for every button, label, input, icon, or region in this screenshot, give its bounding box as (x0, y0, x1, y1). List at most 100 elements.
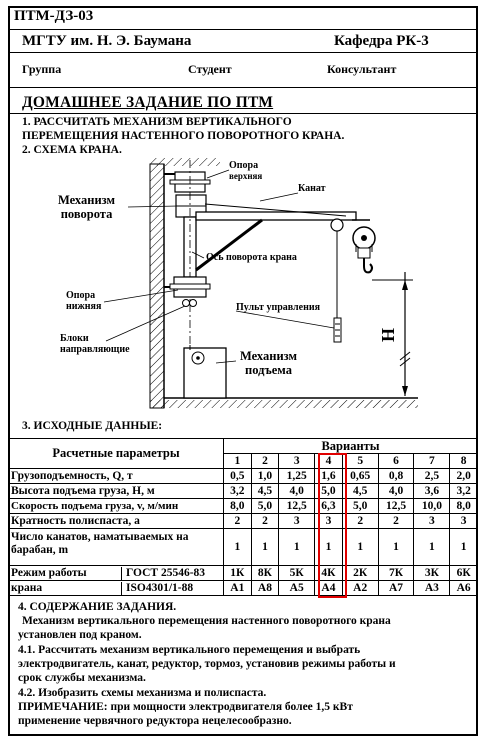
cell: 2 (341, 513, 379, 529)
task-line: 1. РАССЧИТАТЬ МЕХАНИЗМ ВЕРТИКАЛЬНОГО (22, 116, 292, 128)
variant-number: 3 (278, 453, 316, 469)
cell: А6 (449, 580, 478, 596)
cell: А1 (223, 580, 252, 596)
cell: 1 (278, 528, 316, 566)
cell: 1 (449, 528, 478, 566)
divider (8, 113, 478, 114)
row-label: Скорость подъема груза, v, м/мин (8, 498, 224, 514)
label-control-panel: Пульт управления (236, 302, 321, 313)
university-name: МГТУ им. Н. Э. Баумана (22, 33, 192, 49)
cell: 2 (223, 513, 252, 529)
section-3-heading: 3. ИСХОДНЫЕ ДАННЫЕ: (22, 420, 163, 432)
cell: 8К (250, 565, 280, 581)
cell: 0,8 (377, 468, 415, 484)
group-label: Группа (22, 62, 62, 76)
cell: 1 (250, 528, 280, 566)
cell: 4,5 (341, 483, 379, 499)
variant-number: 2 (250, 453, 280, 469)
cell: 5К (278, 565, 316, 581)
label-rope: Канат (298, 183, 326, 194)
crane-boom (195, 211, 357, 221)
lift-mechanism (183, 347, 227, 399)
task-line: 2. СХЕМА КРАНА. (22, 144, 122, 156)
cell: 6К (449, 565, 478, 581)
cell: 10,0 (413, 498, 451, 514)
cell: 1 (413, 528, 451, 566)
variant-number: 7 (413, 453, 451, 469)
table-row: Режим работы ГОСТ 25546-83 1К 8К 5К 4К 2… (8, 565, 478, 581)
cell: 3,2 (223, 483, 252, 499)
cell: А2 (341, 580, 379, 596)
cell: 12,5 (278, 498, 316, 514)
cell: А3 (413, 580, 451, 596)
cell: 3 (413, 513, 451, 529)
cell: 3,2 (449, 483, 478, 499)
content-line: 4.2. Изобразить схемы механизма и полисп… (18, 687, 267, 699)
divider (8, 87, 478, 88)
gost-label: ГОСТ 25546-83 (121, 566, 223, 580)
variant-number: 1 (223, 453, 252, 469)
mode-label: крана (11, 581, 43, 594)
variant-highlight-box (318, 453, 347, 598)
content-line: электродвигатель, канат, редуктор, тормо… (18, 658, 396, 670)
note-label: ПРИМЕЧАНИЕ: (18, 701, 108, 713)
content-line: 4.1. Рассчитать механизм вертикального п… (18, 644, 361, 656)
cell: 0,65 (341, 468, 379, 484)
cell: А5 (278, 580, 316, 596)
variant-number: 8 (449, 453, 478, 469)
cell: А7 (377, 580, 415, 596)
consultant-label: Консультант (327, 62, 397, 76)
divider (8, 52, 478, 53)
document-frame (8, 6, 478, 736)
variants-header: Варианты (223, 438, 478, 454)
cell: 3К (413, 565, 451, 581)
cell: 4,0 (278, 483, 316, 499)
cell: 4,0 (377, 483, 415, 499)
wall (149, 163, 165, 409)
cell: 7К (377, 565, 415, 581)
cell: 3 (278, 513, 316, 529)
variant-number: 6 (377, 453, 415, 469)
params-header: Расчетные параметры (8, 438, 224, 469)
document-code: ПТМ-ДЗ-03 (14, 8, 94, 24)
row-label: Кратность полиспаста, a (8, 513, 224, 529)
table-row: Скорость подъема груза, v, м/мин 8,0 5,0… (8, 498, 478, 514)
divider (8, 29, 478, 30)
content-line: срок службы механизма. (18, 672, 146, 684)
cell: 8,0 (223, 498, 252, 514)
section-4-heading: 4. СОДЕРЖАНИЕ ЗАДАНИЯ. (18, 601, 177, 613)
cell: А8 (250, 580, 280, 596)
row-label: Грузоподъемность, Q, т (8, 468, 224, 484)
cell: 5,0 (250, 498, 280, 514)
cell: 1 (341, 528, 379, 566)
task-line: ПЕРЕМЕЩЕНИЯ НАСТЕННОГО ПОВОРОТНОГО КРАНА… (22, 130, 345, 142)
cell: 1К (223, 565, 252, 581)
cell: 2 (377, 513, 415, 529)
table-row: Кратность полиспаста, a 2 2 3 3 2 2 3 3 (8, 513, 478, 529)
table-row: Грузоподъемность, Q, т 0,5 1,0 1,25 1,6 … (8, 468, 478, 484)
note-line: ПРИМЕЧАНИЕ: при мощности электродвигател… (18, 701, 353, 713)
floor (150, 400, 418, 408)
hook (363, 258, 373, 274)
cell: 8,0 (449, 498, 478, 514)
parameters-table: Расчетные параметры Варианты 1 2 3 4 5 6… (8, 438, 478, 596)
cell: 2,5 (413, 468, 451, 484)
mode-cell: крана ISO4301/1-88 (8, 580, 224, 596)
cell: 1 (377, 528, 415, 566)
content-line: применение червячного редуктора нецелесо… (18, 715, 292, 727)
cell: 1,25 (278, 468, 316, 484)
cell: 3 (449, 513, 478, 529)
student-label: Студент (188, 62, 232, 76)
cell: 0,5 (223, 468, 252, 484)
iso-label: ISO4301/1-88 (121, 581, 223, 595)
department-name: Кафедра РК-3 (334, 33, 429, 49)
cell: 5,0 (341, 498, 379, 514)
variant-number: 5 (341, 453, 379, 469)
